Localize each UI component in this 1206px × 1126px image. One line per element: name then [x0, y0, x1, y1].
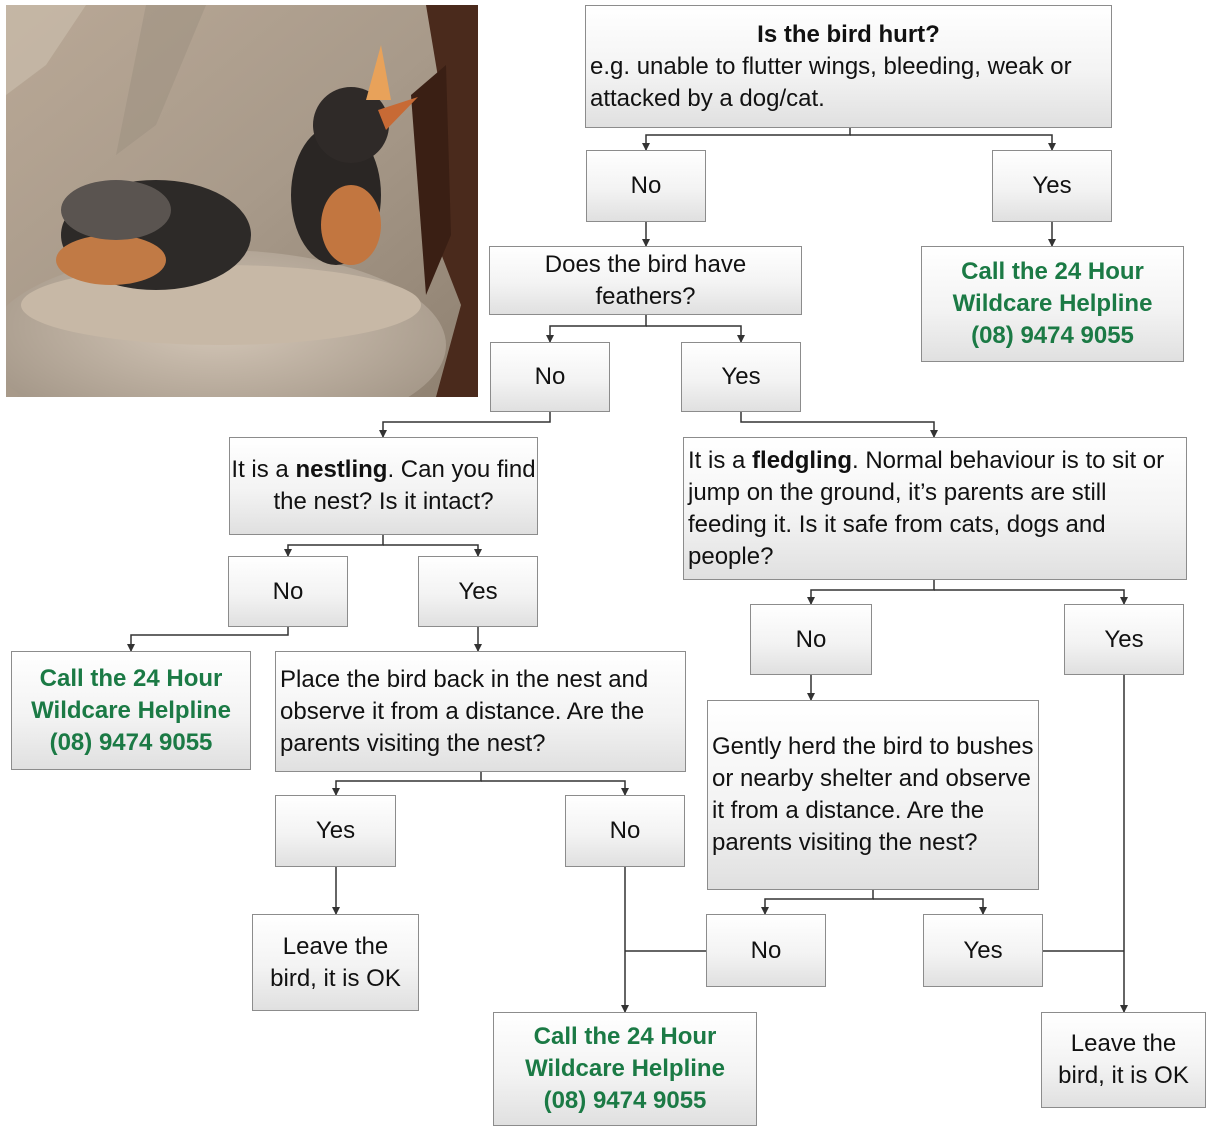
helpline-line: Wildcare Helpline [31, 696, 231, 724]
helpline-box-1: Call the 24 Hour Wildcare Helpline (08) … [921, 246, 1184, 362]
helpline-phone: (08) 9474 9055 [971, 322, 1134, 349]
nestling-birds-photo [6, 5, 478, 397]
place-back-text: Place the bird back in the nest and obse… [280, 665, 649, 757]
leave-bird-text: Leave the bird, it is OK [270, 932, 401, 992]
place-back-in-nest-question: Place the bird back in the nest and obse… [275, 651, 686, 772]
leave-bird-text: Leave the bird, it is OK [1058, 1030, 1189, 1089]
question-title: Is the bird hurt? [757, 20, 940, 48]
visit-no-label: No [609, 817, 641, 844]
helpline-line: Call the 24 Hour [39, 664, 223, 692]
leave-bird-ok-box-1: Leave the bird, it is OK [252, 914, 419, 1011]
hurt-yes-box: Yes [992, 150, 1112, 222]
safe-no-label: No [795, 625, 827, 653]
feathers-yes-label: Yes [721, 363, 761, 390]
feathers-yes-box: Yes [681, 342, 801, 412]
helpline-box-2: Call the 24 Hour Wildcare Helpline (08) … [11, 651, 251, 770]
fledgling-text: It is a fledgling. Normal behaviour is t… [688, 446, 1165, 570]
feathers-no-label: No [534, 363, 566, 390]
nest-yes-label: Yes [458, 577, 498, 605]
feathers-question-text: Does the bird have feathers? [544, 250, 747, 310]
leave-bird-ok-box-2: Leave the bird, it is OK [1041, 1012, 1206, 1108]
hurt-yes-label: Yes [1032, 172, 1072, 199]
feathers-no-box: No [490, 342, 610, 412]
has-feathers-question: Does the bird have feathers? [489, 246, 802, 315]
nest-no-box: No [228, 556, 348, 627]
safe-no-box: No [750, 604, 872, 675]
helpline-line: Call the 24 Hour [533, 1023, 717, 1050]
nestling-text: It is a nestling. Can you find the nest?… [231, 456, 536, 515]
helpline-box-3: Call the 24 Hour Wildcare Helpline (08) … [493, 1012, 757, 1126]
helpline-phone: (08) 9474 9055 [49, 728, 213, 756]
helpline-phone: (08) 9474 9055 [543, 1087, 707, 1114]
safe-yes-box: Yes [1064, 604, 1184, 675]
helpline-line: Call the 24 Hour [961, 258, 1144, 285]
safe-yes-label: Yes [1104, 625, 1144, 653]
visit-no-box-1: No [565, 795, 685, 867]
visit-yes-label: Yes [963, 936, 1003, 964]
visit-yes-label: Yes [315, 817, 356, 844]
nest-yes-box: Yes [418, 556, 538, 627]
visit-yes-box-1: Yes [275, 795, 396, 867]
hurt-no-box: No [586, 150, 706, 222]
nestling-question: It is a nestling. Can you find the nest?… [229, 437, 538, 535]
visit-no-box-2: No [706, 914, 826, 987]
hurt-no-label: No [630, 172, 662, 199]
helpline-line: Wildcare Helpline [525, 1055, 725, 1082]
is-bird-hurt-question: Is the bird hurt? e.g. unable to flutter… [585, 5, 1112, 128]
visit-no-label: No [750, 936, 782, 964]
question-body: e.g. unable to flutter wings, bleeding, … [590, 52, 1072, 112]
fledgling-question: It is a fledgling. Normal behaviour is t… [683, 437, 1187, 580]
nest-no-label: No [272, 577, 304, 605]
herd-bird-question: Gently herd the bird to bushes or nearby… [707, 700, 1039, 890]
visit-yes-box-2: Yes [923, 914, 1043, 987]
helpline-line: Wildcare Helpline [952, 290, 1153, 317]
herd-text: Gently herd the bird to bushes or nearby… [712, 733, 1034, 856]
